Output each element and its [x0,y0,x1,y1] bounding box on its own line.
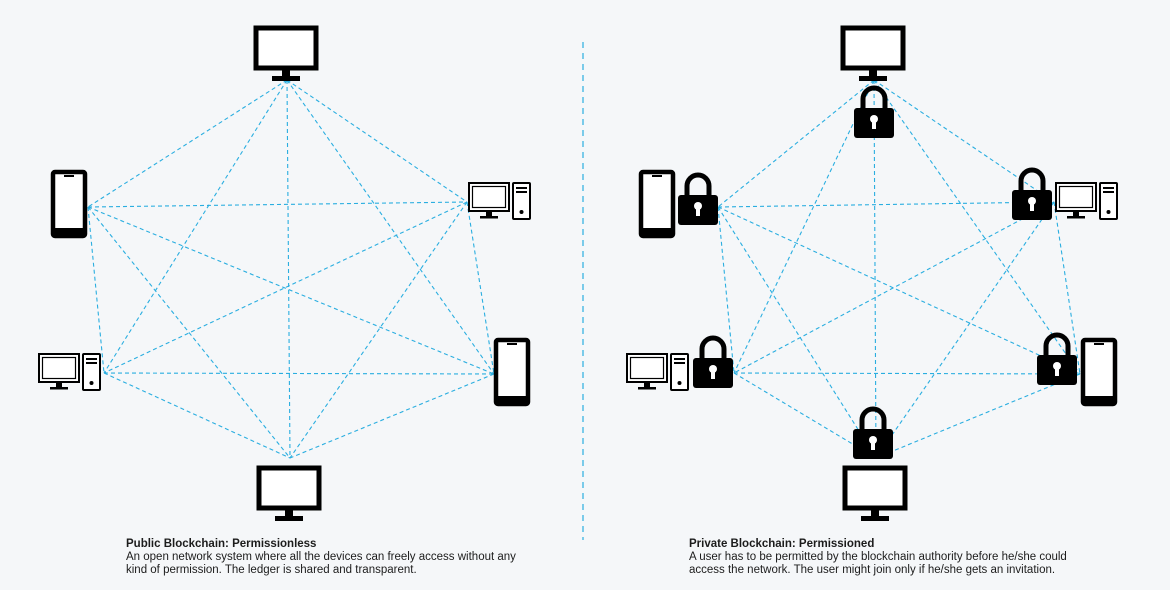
connection-line [87,206,105,374]
connection-line [289,373,495,459]
connection-line [873,79,1055,203]
connection-line [103,201,468,374]
connection-line [286,79,291,459]
smartphone-icon [496,340,528,404]
private-blockchain-title: Private Blockchain: Permissioned [689,538,875,550]
connection-line [733,79,875,374]
connection-line [733,201,1055,374]
connection-line [466,201,495,375]
connection-line [87,206,291,459]
lock-icon [693,338,733,388]
public-blockchain-caption: Public Blockchain: Permissionless An ope… [126,538,566,577]
connection-line [873,79,1081,375]
desktop-computer-icon [626,353,689,391]
connection-line [87,201,468,208]
desktop-computer-icon [1055,182,1118,220]
connection-line [87,206,495,375]
connection-line [875,373,1081,459]
lock-icon [1037,335,1077,385]
connection-line [733,372,1081,375]
lock-icon [853,409,893,459]
private-blockchain-description-line2: access the network. The user might join … [689,564,1056,576]
public-blockchain-description-line1: An open network system where all the dev… [126,551,516,563]
connection-line [717,79,875,208]
monitor-icon [843,28,903,81]
lock-icon [1012,170,1052,220]
smartphone-icon [1083,340,1115,404]
connection-line [103,372,495,375]
connection-line [103,79,288,374]
connection-line [103,372,291,459]
connection-line [289,201,468,459]
public-blockchain-title: Public Blockchain: Permissionless [126,538,317,550]
connection-line [286,79,468,203]
private-blockchain-description-line1: A user has to be permitted by the blockc… [689,551,1067,563]
private-network [626,28,1118,521]
smartphone-icon [53,172,85,236]
public-network [38,28,531,521]
private-blockchain-caption: Private Blockchain: Permissioned A user … [689,538,1129,577]
smartphone-icon [641,172,673,236]
connection-line [717,201,1055,208]
connection-line [87,79,288,208]
desktop-computer-icon [38,353,101,391]
public-blockchain-description-line2: kind of permission. The ledger is shared… [126,564,417,576]
connection-line [286,79,495,375]
connection-line [717,206,1081,375]
connection-line [875,201,1055,459]
network-connections [87,79,1081,459]
lock-icon [678,175,718,225]
monitor-icon [259,468,319,521]
desktop-computer-icon [468,182,531,220]
monitor-icon [845,468,905,521]
connection-line [873,79,877,459]
connection-line [1053,201,1081,375]
connection-line [717,206,877,459]
monitor-icon [256,28,316,81]
